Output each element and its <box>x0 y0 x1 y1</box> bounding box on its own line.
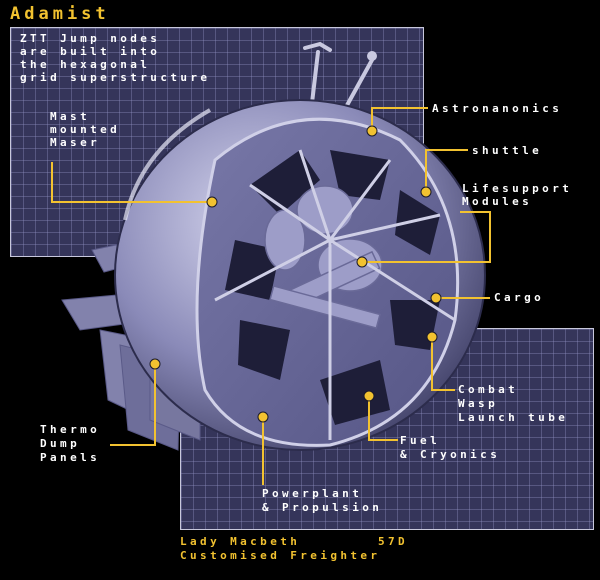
label-thermo-3: Panels <box>40 451 101 464</box>
intro-line-1: ZTT Jump nodes <box>20 32 161 45</box>
caption-type: Customised Freighter <box>180 549 381 562</box>
intro-line-3: the hexagonal <box>20 58 151 71</box>
label-mast-2: mounted <box>50 123 121 136</box>
label-fuel-2: & Cryonics <box>400 448 501 461</box>
label-lifesupport-1: Lifesupport <box>462 182 573 195</box>
label-mast-1: Mast <box>50 110 91 123</box>
label-powerplant: Powerplant <box>262 487 363 500</box>
diagram-title: Adamist <box>10 4 110 24</box>
label-astronanonics: Astronanonics <box>432 102 563 115</box>
label-lifesupport-2: Modules <box>462 195 533 208</box>
label-fuel-1: Fuel <box>400 434 441 447</box>
callout-dots <box>149 125 442 423</box>
label-mast-3: Maser <box>50 136 101 149</box>
ship-hull <box>114 99 486 451</box>
intro-line-4: grid superstructure <box>20 71 211 84</box>
label-combat-3: Launch tube <box>458 411 569 424</box>
label-propulsion: & Propulsion <box>262 501 383 514</box>
label-combat-1: Combat <box>458 383 519 396</box>
caption-code: 57D <box>378 535 409 548</box>
label-shuttle: shuttle <box>472 144 543 157</box>
label-cargo: Cargo <box>494 291 545 304</box>
label-combat-2: Wasp <box>458 397 499 410</box>
label-thermo-2: Dump <box>40 437 81 450</box>
caption-name: Lady Macbeth <box>180 535 301 548</box>
intro-line-2: are built into <box>20 45 161 58</box>
label-thermo-1: Thermo <box>40 423 101 436</box>
leader-lines <box>51 107 491 485</box>
